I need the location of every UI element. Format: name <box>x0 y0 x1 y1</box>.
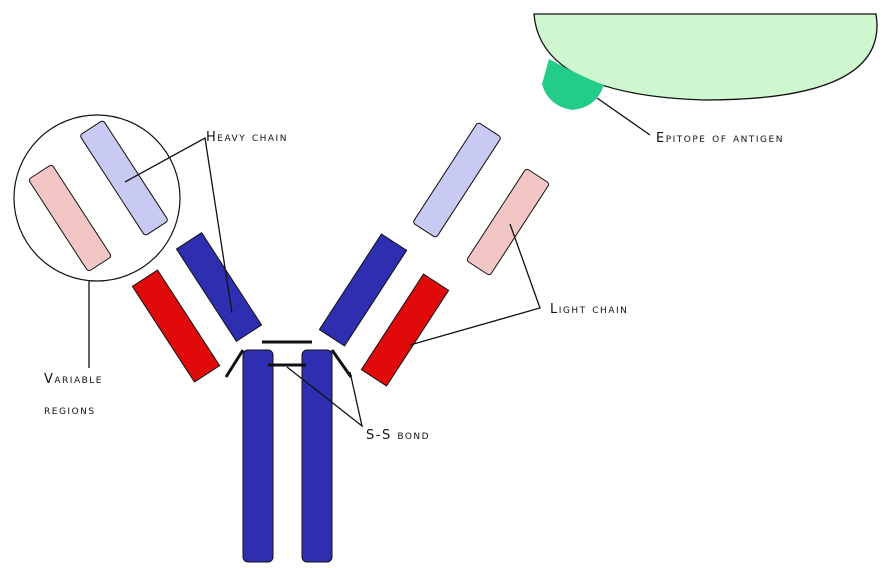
right-heavy-chain-variable <box>413 122 502 238</box>
variable-regions-label-line2: regions <box>44 403 96 418</box>
left-heavy-chain-variable <box>80 120 169 236</box>
light-chain-label: Light chain <box>550 302 628 317</box>
stem-heavy-chain-left <box>243 350 273 562</box>
epitope-leader <box>597 98 650 135</box>
left-arm <box>28 120 261 382</box>
heavy-chain-label: Heavy chain <box>206 130 288 145</box>
epitope-label: Epitope of antigen <box>656 131 784 146</box>
ss-bond-right <box>332 350 351 377</box>
antigen <box>534 14 877 110</box>
right-light-chain-variable <box>466 168 549 276</box>
stem <box>243 350 332 562</box>
variable-regions-label-line1: Variable <box>44 372 103 387</box>
ss-bond-left <box>226 350 243 377</box>
left-light-chain-variable <box>28 164 111 272</box>
right-arm <box>319 122 549 386</box>
ss-bond-label: S-S bond <box>366 428 430 443</box>
